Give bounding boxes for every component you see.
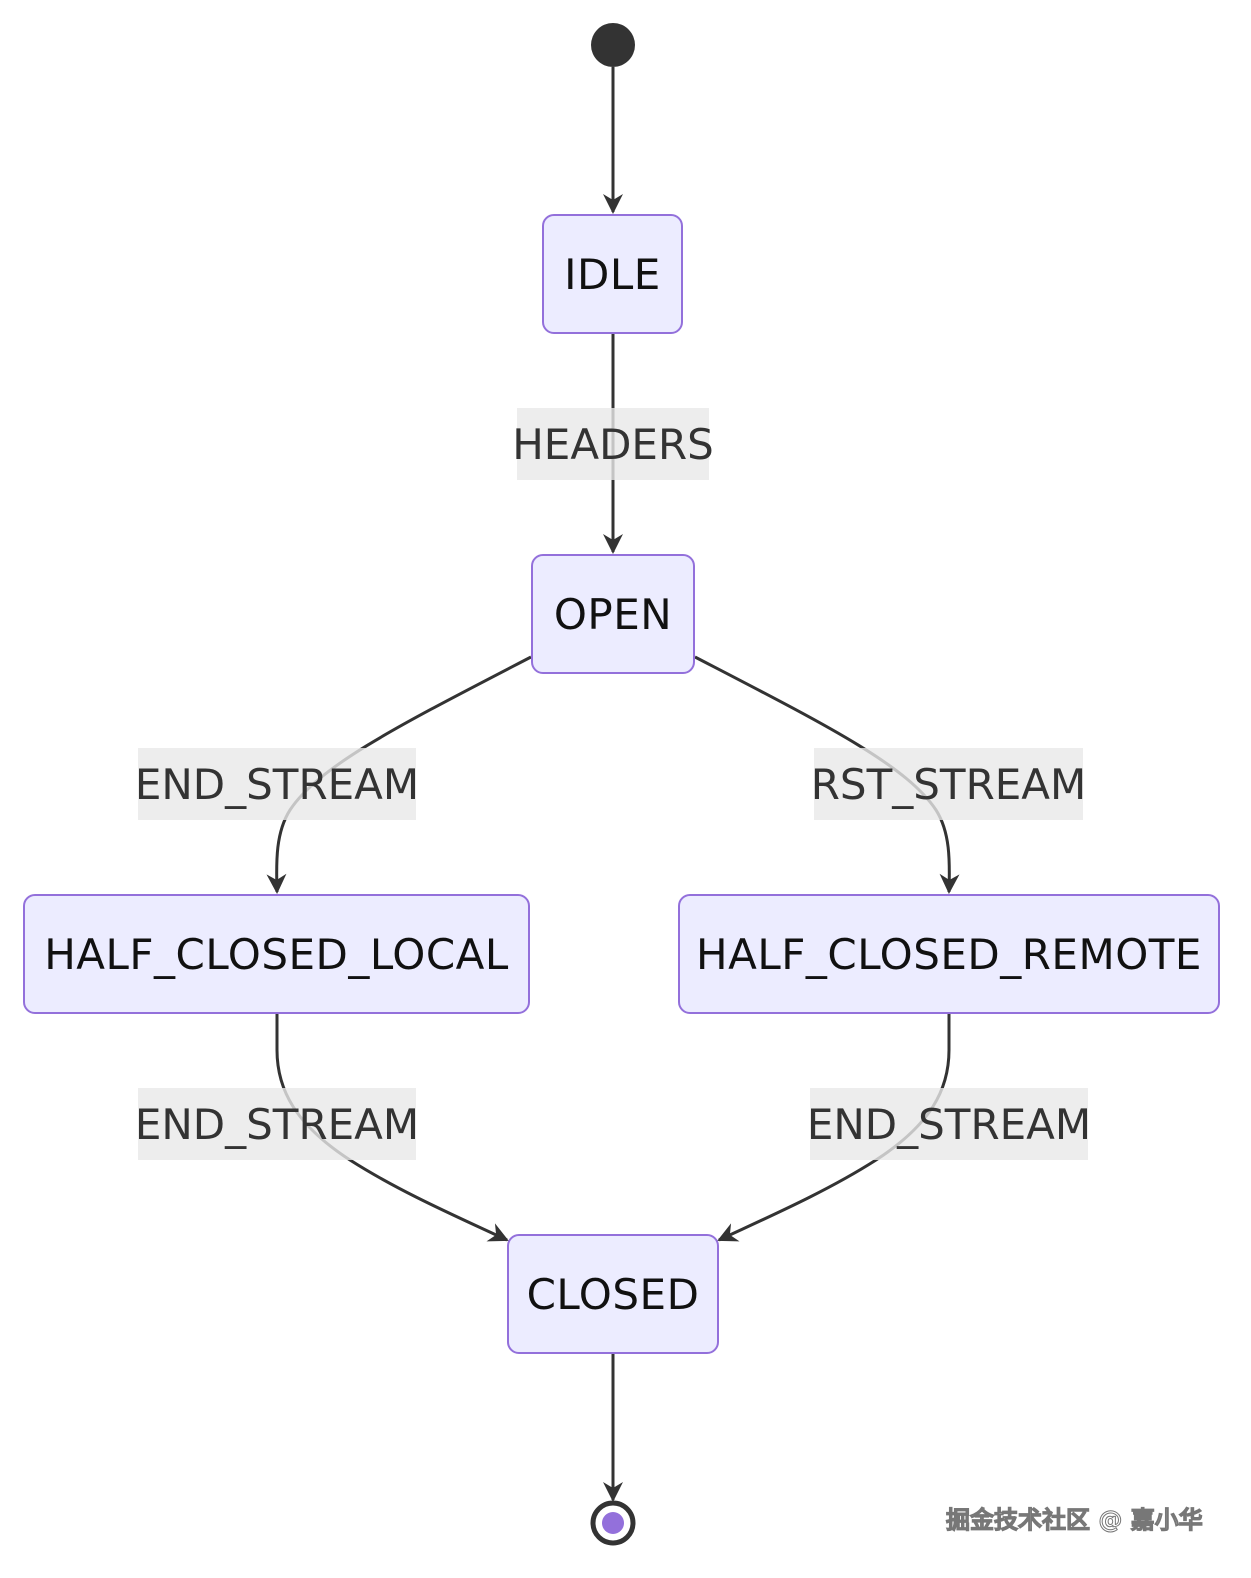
- state-half-closed-local: HALF_CLOSED_LOCAL: [23, 894, 530, 1014]
- start-node: [591, 23, 635, 67]
- state-half-closed-remote: HALF_CLOSED_REMOTE: [678, 894, 1220, 1014]
- end-node-inner: [602, 1512, 624, 1534]
- state-closed: CLOSED: [507, 1234, 719, 1354]
- label-idle-to-open: HEADERS: [512, 408, 714, 480]
- state-idle: IDLE: [542, 214, 683, 334]
- label-open-to-half-closed-local: END_STREAM: [135, 748, 419, 820]
- watermark-text: 掘金技术社区 @ 嘉小华: [946, 1506, 1204, 1535]
- edge-half-closed-remote-to-closed: [717, 1014, 951, 1242]
- label-half-closed-local-to-closed: END_STREAM: [135, 1088, 419, 1160]
- state-open: OPEN: [531, 554, 695, 674]
- edge-half-closed-local-to-closed: [275, 1014, 509, 1242]
- label-open-to-half-closed-remote: RST_STREAM: [811, 748, 1086, 820]
- label-half-closed-remote-to-closed: END_STREAM: [807, 1088, 1091, 1160]
